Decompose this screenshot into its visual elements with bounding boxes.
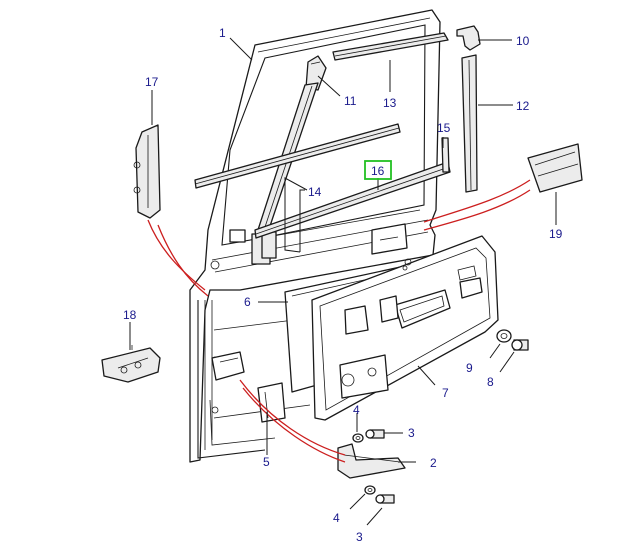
waist-seal-part-15[interactable] (254, 137, 451, 239)
callout-3-lower[interactable]: 3 (356, 530, 363, 544)
callout-13[interactable]: 13 (383, 96, 397, 110)
callout-4-upper[interactable]: 4 (353, 403, 360, 417)
callout-3-upper[interactable]: 3 (408, 426, 415, 440)
clip-part-19[interactable] (527, 143, 583, 193)
lower-rail-part-5[interactable] (257, 382, 286, 423)
washer-part-9[interactable] (496, 329, 512, 343)
washer-part-4-lower[interactable] (364, 485, 376, 495)
top-channel-part-13[interactable] (332, 32, 449, 61)
hinge-bracket-part-17[interactable] (133, 124, 161, 219)
callout-11[interactable]: 11 (344, 94, 357, 108)
door-frame-part-1[interactable] (189, 9, 441, 463)
callout-9[interactable]: 9 (466, 361, 473, 375)
callout-6[interactable]: 6 (244, 295, 251, 309)
connector-lines (147, 179, 531, 463)
callout-17[interactable]: 17 (145, 75, 159, 89)
leader-lines (129, 37, 557, 526)
callout-labels: 1 2 3 3 4 4 5 6 7 8 9 10 11 12 13 14 15 … (123, 26, 563, 544)
callout-5[interactable]: 5 (263, 455, 270, 469)
highlight-box-16 (364, 160, 392, 180)
callout-16[interactable]: 16 (371, 164, 385, 178)
callout-12[interactable]: 12 (516, 99, 530, 113)
door-casing-part-7[interactable] (311, 235, 499, 421)
callout-14[interactable]: 14 (308, 185, 322, 199)
vertical-channel-part-12[interactable] (461, 54, 478, 193)
callout-18[interactable]: 18 (123, 308, 137, 322)
callout-7[interactable]: 7 (442, 386, 449, 400)
bolt-part-3-upper[interactable] (365, 429, 385, 439)
callout-2[interactable]: 2 (430, 456, 437, 470)
waist-seal-part-16[interactable] (194, 123, 401, 189)
hinge-part-18[interactable] (101, 345, 161, 383)
callout-4-lower[interactable]: 4 (333, 511, 340, 525)
bracket-part-2[interactable] (337, 443, 406, 479)
callout-1[interactable]: 1 (219, 26, 226, 40)
door-hinge-mount (211, 351, 245, 381)
bolt-part-8[interactable] (511, 339, 529, 351)
bolt-part-3-lower[interactable] (375, 494, 395, 504)
washer-part-4-upper[interactable] (352, 433, 364, 443)
callout-19[interactable]: 19 (549, 227, 563, 241)
callout-8[interactable]: 8 (487, 375, 494, 389)
callout-15[interactable]: 15 (437, 121, 451, 135)
corner-seal-part-10[interactable] (456, 25, 481, 51)
callout-10[interactable]: 10 (516, 34, 530, 48)
